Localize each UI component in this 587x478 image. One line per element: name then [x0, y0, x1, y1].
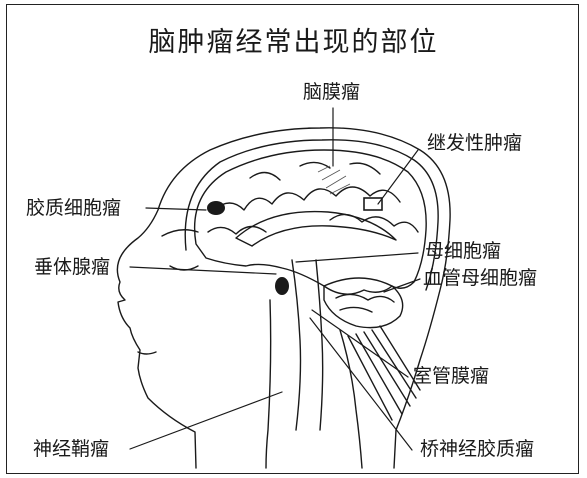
- spine-front: [266, 300, 271, 468]
- brainstem: [292, 260, 323, 430]
- label-glioma: 胶质细胞瘤: [26, 199, 121, 218]
- cerebellum: [324, 278, 403, 328]
- pituitary-mass: [275, 277, 289, 295]
- gyri-3: [330, 214, 418, 232]
- metastatic-mass: [364, 198, 382, 210]
- eyebrow: [162, 230, 198, 236]
- leader-blastoma: [296, 253, 418, 262]
- label-pituitary: 垂体腺瘤: [34, 258, 110, 277]
- gyri-2: [208, 226, 266, 234]
- label-schwannoma: 神经鞘瘤: [33, 440, 109, 459]
- leader-pituitary: [130, 267, 276, 274]
- label-ependymoma: 室管膜瘤: [413, 367, 489, 386]
- label-meningioma: 脑膜瘤: [303, 83, 360, 102]
- label-pontine-glioma: 桥神经胶质瘤: [420, 440, 534, 459]
- glioma-mass: [207, 201, 225, 215]
- label-metastatic: 继发性肿瘤: [427, 134, 522, 153]
- neck-muscle-lines: [348, 326, 420, 420]
- cerebellum-folia: [336, 294, 394, 312]
- mouth-hint: [138, 352, 156, 354]
- leader-ependymoma: [312, 310, 408, 377]
- spine-back: [340, 330, 362, 468]
- page-title: 脑肿瘤经常出现的部位: [0, 20, 587, 59]
- head-outline: [117, 128, 450, 468]
- label-blastoma: 母细胞瘤: [425, 242, 501, 261]
- gyri-4: [250, 162, 380, 180]
- leader-schwannoma: [130, 392, 282, 449]
- label-hemangioblastoma: 血管母细胞瘤: [423, 269, 537, 288]
- brain-outline: [195, 150, 427, 294]
